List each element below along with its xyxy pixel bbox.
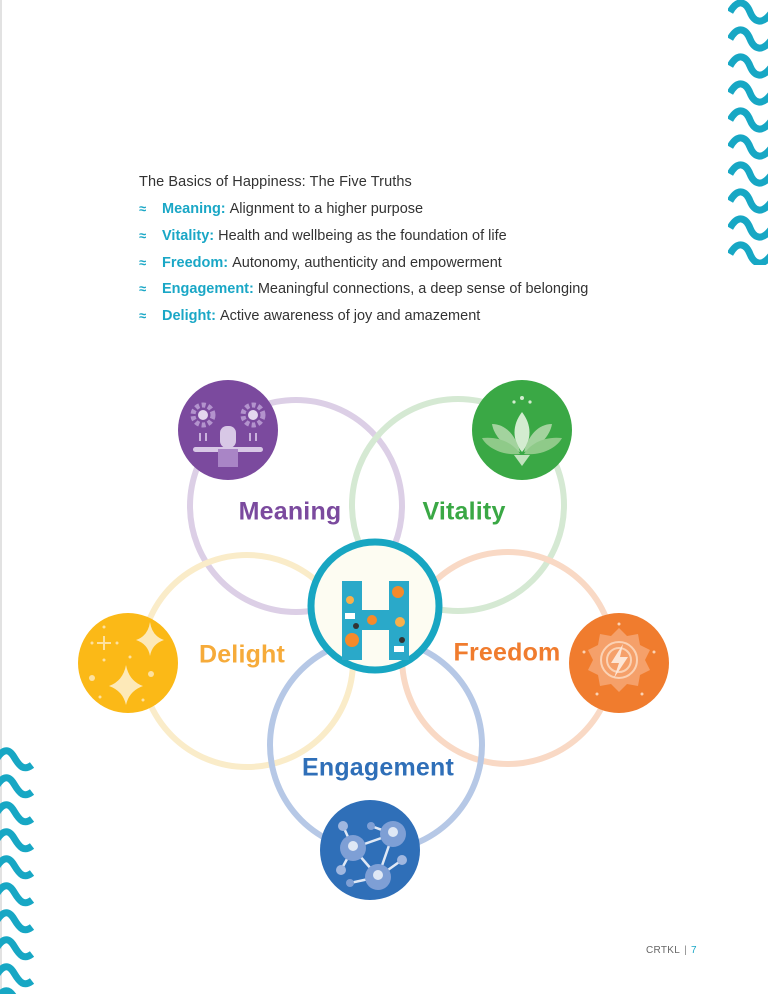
ring-vitality (349, 396, 567, 614)
h-letter-icon (342, 581, 409, 660)
ring-meaning (187, 397, 405, 615)
label-engagement: Engagement (301, 753, 455, 782)
delight-badge (78, 613, 178, 713)
truth-term: Freedom: (162, 254, 229, 271)
wave-pattern-bottom-left (0, 747, 34, 994)
five-truths-section: The Basics of Happiness: The Five Truths… (139, 172, 659, 333)
lotus-icon (482, 396, 562, 466)
lightning-badge-icon (582, 622, 656, 696)
center-h-badge (307, 538, 443, 674)
label-vitality: Vitality (422, 497, 506, 526)
truth-item-vitality: ≈ Vitality: Health and wellbeing as the … (139, 226, 659, 246)
truth-term: Vitality: (162, 227, 215, 244)
engagement-badge (320, 800, 420, 900)
truth-description: Autonomy, authenticity and empowerment (232, 254, 502, 271)
page-edge (0, 0, 2, 994)
approx-bullet-icon: ≈ (139, 201, 147, 216)
approx-bullet-icon: ≈ (139, 254, 147, 270)
sparkles-icon (89, 622, 164, 705)
truth-description: Meaningful connections, a deep sense of … (257, 281, 589, 298)
truth-term: Delight: (162, 308, 216, 325)
truth-item-engagement: ≈ Engagement: Meaningful connections, a … (139, 279, 659, 299)
truth-item-meaning: ≈ Meaning: Alignment to a higher purpose (139, 199, 659, 219)
truth-term: Meaning: (162, 201, 226, 217)
truth-description: Active awareness of joy and amazement (219, 308, 481, 325)
truth-description: Alignment to a higher purpose (229, 201, 424, 217)
page-number: 7 (691, 945, 697, 956)
label-delight: Delight (198, 640, 286, 669)
footer-separator: | (684, 945, 688, 956)
truth-item-delight: ≈ Delight: Active awareness of joy and a… (139, 306, 659, 326)
approx-bullet-icon: ≈ (139, 308, 147, 324)
label-freedom: Freedom (453, 638, 561, 667)
page-footer: CRTKL|7 (646, 945, 697, 956)
section-title: The Basics of Happiness: The Five Truths (139, 174, 412, 190)
network-people-icon (336, 821, 407, 890)
wave-pattern-top-right (728, 0, 768, 265)
label-meaning: Meaning (238, 497, 342, 526)
balance-person-gears-icon (190, 402, 266, 467)
approx-bullet-icon: ≈ (139, 227, 147, 243)
freedom-badge (569, 613, 669, 713)
approx-bullet-icon: ≈ (139, 281, 147, 297)
brand-name: CRTKL (646, 945, 681, 956)
truth-description: Health and wellbeing as the foundation o… (218, 227, 507, 244)
truth-item-freedom: ≈ Freedom: Autonomy, authenticity and em… (139, 253, 659, 273)
vitality-badge (472, 380, 572, 480)
meaning-badge (178, 380, 278, 480)
truth-term: Engagement: (162, 281, 254, 298)
